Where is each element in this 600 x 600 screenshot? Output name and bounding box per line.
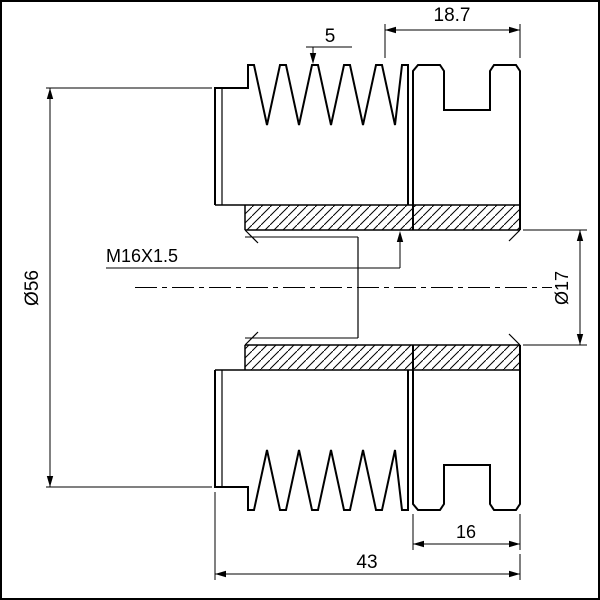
sleeve-top-profile [214,64,409,205]
arrowhead [509,540,520,548]
dimension-overall-length: 43 [214,492,521,580]
dim-label-bore-diameter: Ø17 [552,271,572,305]
arrowhead [385,26,396,34]
chamfer-left-lower [244,331,259,346]
chamfer-left-upper [244,229,259,244]
chamfer-right-lower [508,333,521,346]
dim-label-overall-length: 43 [356,552,377,573]
dimension-hub-length: 16 [412,514,521,550]
hatch-band-upper [245,205,520,230]
hub-top-profile [412,64,521,230]
arrowhead [309,53,317,64]
hub-bottom-profile [412,345,521,511]
arrowhead [509,26,520,34]
dimension-bore-diameter: Ø17 [523,229,587,346]
arrowhead [509,570,520,578]
chamfer-right-upper [508,229,521,242]
arrowhead [413,540,424,548]
dim-label-thread: M16X1.5 [106,246,178,266]
dim-label-hub-length: 16 [456,522,476,542]
dim-label-groove-pitch: 5 [325,26,336,47]
pulley-section [135,64,552,511]
arrowhead [215,570,226,578]
arrowhead [396,231,404,242]
dimension-thread-callout: M16X1.5 [106,231,404,269]
arrowhead [46,476,54,487]
dim-label-outer-diameter: Ø56 [22,270,43,306]
arrowhead [576,334,584,345]
dim-label-top-width: 18.7 [434,5,471,26]
arrowhead [576,230,584,241]
dimension-groove-pitch: 5 [306,26,352,64]
sleeve-bottom-profile [214,370,409,511]
arrowhead [46,88,54,99]
dimension-outer-diameter: Ø56 [22,87,212,488]
hatch-band-lower [245,345,520,370]
dimension-top-width: 18.7 [384,5,521,58]
